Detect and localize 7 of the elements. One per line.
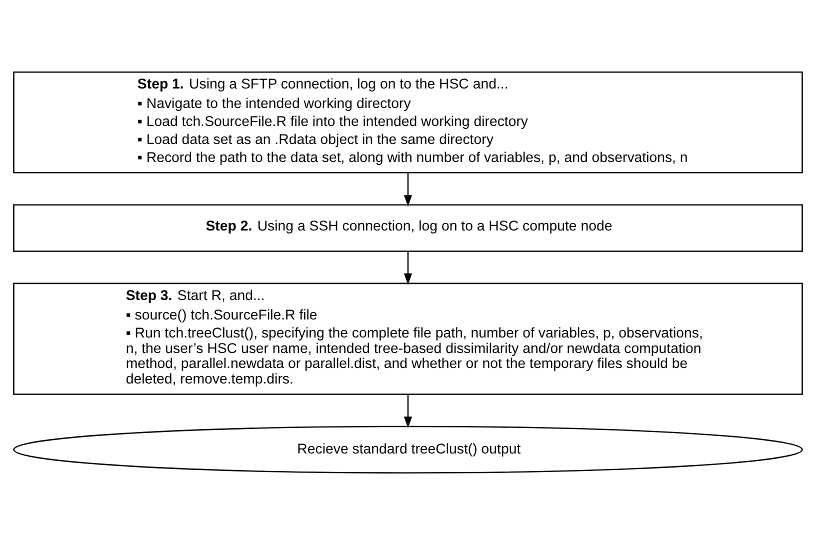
arrow [404, 252, 412, 285]
arrow [404, 172, 412, 207]
node-box: Step 2. Using a SSH connection, log on to a HSC compute node [13, 204, 803, 252]
node-box: Step 3. Start R, and... ▪ source() tch.SourceFile.R file ▪ Run tch.treeClust(), specifying the complete file path, number of variables, p, observations, n, the user’s HSC user name, intended tree-based dissimilarity and/or newdata computation method, parallel.newdata or parallel.dist, and whether or not the temporary files should be deleted, remove.temp.dirs. [13, 282, 803, 395]
arrow [404, 394, 412, 428]
node-ellipse: Recieve standard treeClust() output [13, 426, 803, 474]
node-box: Step 1. Using a SFTP connection, log on to the HSC and... ▪ Navigate to the intended working directory ▪ Load tch.SourceFile.R file into the intended working directory ▪ Load data set as an .Rdata object in the same directory ▪ Record the path to the data set, along with number of variables, p, and observations, n [13, 72, 803, 174]
